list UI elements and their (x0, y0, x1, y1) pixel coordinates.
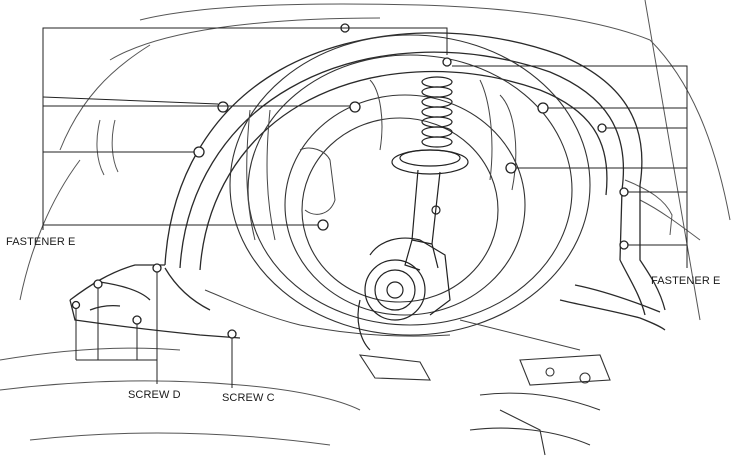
screw-marker (93, 279, 103, 289)
hub-knuckle (357, 237, 451, 351)
leader-lines-left (42, 27, 448, 230)
fender-liner (164, 32, 666, 331)
wheel-rim (229, 34, 591, 336)
strut-assembly (391, 76, 469, 271)
screw-marker (227, 329, 237, 339)
shock-body (411, 169, 441, 245)
fastener-marker (537, 102, 549, 114)
lower-suspension (358, 354, 611, 456)
screw-marker (152, 263, 162, 273)
fastener-marker (597, 123, 607, 133)
coil-spring (421, 76, 453, 148)
fastener-marker (193, 146, 205, 158)
screw-d-label: SCREW D (128, 389, 181, 401)
screw-c-label: SCREW C (222, 392, 275, 404)
vehicle-body-outline (0, 0, 731, 446)
screw-markers (71, 263, 237, 339)
fastener-marker (317, 219, 329, 231)
screw-marker (71, 300, 81, 310)
screw-marker (132, 315, 142, 325)
leader-lines-right (452, 65, 688, 268)
leader-lines-screws (75, 272, 233, 388)
inner-panel-contours (204, 79, 581, 351)
fastener-e-label-right: FASTENER E (651, 275, 721, 287)
fastener-marker (217, 101, 229, 113)
fastener-marker (619, 187, 629, 197)
hub (364, 259, 426, 321)
fastener-marker (442, 57, 452, 67)
fastener-e-label-left: FASTENER E (6, 236, 76, 248)
fastener-marker (505, 162, 517, 174)
fastener-marker (619, 240, 629, 250)
fastener-marker (349, 101, 361, 113)
liner-front-section (69, 264, 241, 339)
